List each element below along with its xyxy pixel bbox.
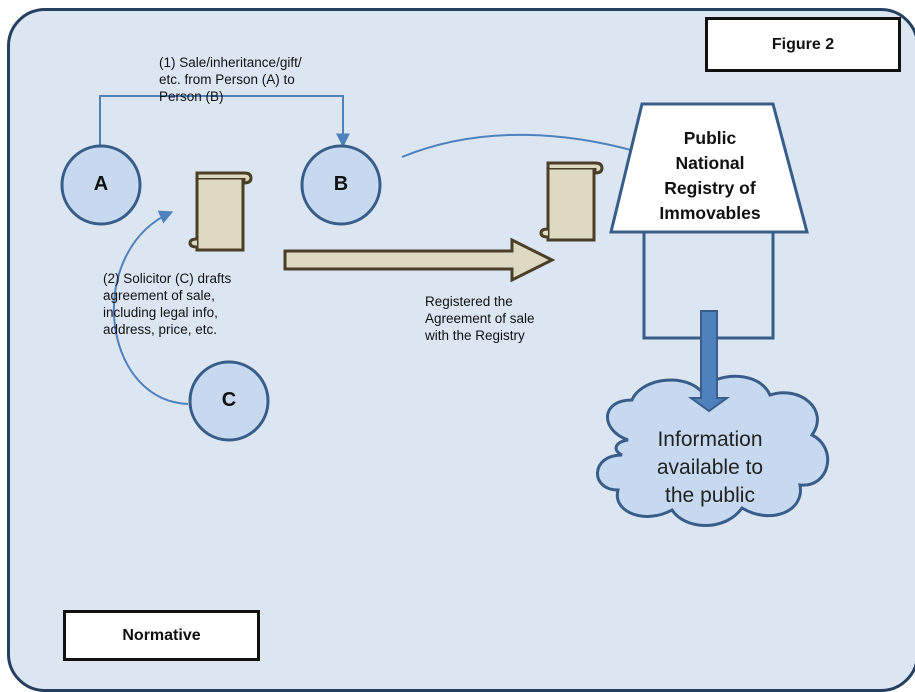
person-b-label: B: [333, 173, 349, 195]
person-a-node: [60, 144, 142, 226]
publication-down-arrow: [687, 310, 731, 413]
person-a-label: A: [93, 173, 109, 195]
transfer-annotation: (1) Sale/inheritance/gift/ etc. from Per…: [159, 55, 302, 104]
scroll-icon: [539, 161, 604, 242]
person-b-node: [300, 144, 382, 226]
normative-label-box: Normative: [63, 610, 260, 661]
solicitor-c-node: [188, 360, 270, 442]
scroll-icon: [188, 171, 253, 252]
registry-title: Public National Registry of Immovables: [659, 128, 761, 223]
figure-label: Figure 2: [771, 35, 835, 53]
registration-big-arrow: [283, 237, 556, 283]
figure-label-box: Figure 2: [705, 17, 901, 72]
registered-annotation: Registered the Agreement of sale with th…: [425, 294, 535, 343]
normative-label: Normative: [122, 626, 201, 644]
public-info-text: Information available to the public: [656, 428, 764, 507]
registry-roof-trapezoid: [609, 102, 809, 234]
drafting-curve-arrow: [112, 210, 189, 405]
public-info-cloud: [596, 374, 830, 527]
transfer-connector: [99, 95, 350, 150]
solicitor-c-label: C: [221, 389, 237, 411]
solicitor-annotation: (2) Solicitor (C) drafts agreement of sa…: [103, 271, 232, 337]
registration-curve-arrow: [401, 133, 657, 160]
